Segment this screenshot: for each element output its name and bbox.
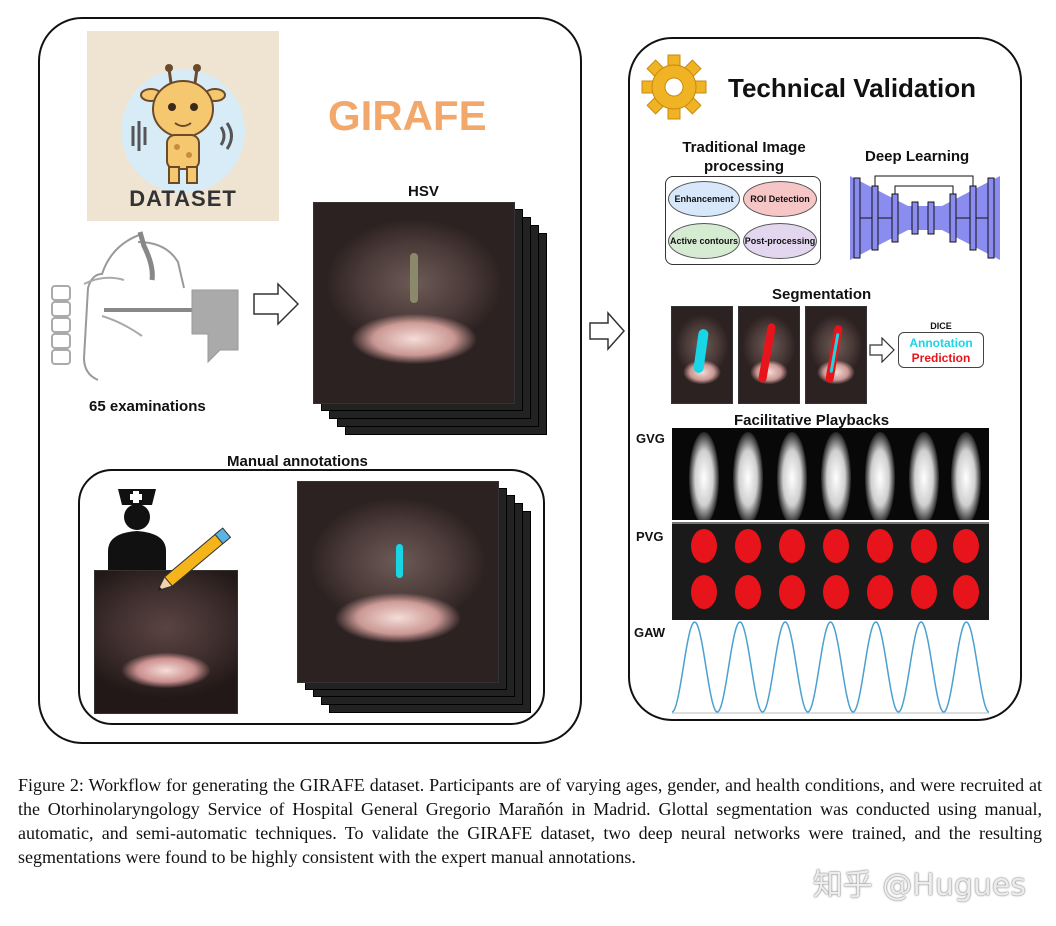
girafe-title: GIRAFE [328, 92, 487, 139]
playback-label: Facilitative Playbacks [734, 412, 890, 429]
oval-post-processing: Post-processing [743, 223, 817, 259]
hsv-frame-front [313, 202, 515, 404]
dice-label: DICE [930, 321, 952, 331]
exam-label: 65 examinations [89, 398, 206, 415]
segmentation-label: Segmentation [772, 286, 872, 303]
gaw-waveform [672, 621, 989, 714]
dice-box [898, 332, 984, 368]
figure-caption: Figure 2: Workflow for generating the GI… [18, 775, 1042, 867]
gvg-label: GVG [636, 431, 665, 446]
manual-panel [78, 469, 545, 725]
dataset-logo: DATASET [87, 31, 279, 221]
annotation-frame-front [297, 481, 499, 683]
giraffe-logo-icon [121, 64, 245, 193]
arrow-right-icon [253, 282, 300, 326]
arrow-right-icon [589, 311, 626, 351]
oval-enhancement: Enhancement [668, 181, 740, 217]
gear-icon [641, 54, 707, 120]
segmentation-prediction-image [738, 306, 800, 404]
arrow-right-icon [869, 337, 895, 363]
annotation-legend: Annotation [909, 336, 973, 350]
nurse-icon [108, 489, 166, 571]
oval-roi-detection: ROI Detection [743, 181, 817, 217]
logo-text: DATASET [129, 186, 237, 211]
segmentation-overlay-image [805, 306, 867, 404]
gaw-label: GAW [634, 625, 666, 640]
deep-learning-label: Deep Learning [865, 148, 970, 165]
head-profile-icon [51, 231, 239, 381]
pencil-icon [156, 527, 232, 592]
prediction-legend: Prediction [911, 351, 971, 365]
pvg-kymogram [672, 522, 989, 620]
technical-validation-title: Technical Validation [728, 73, 977, 103]
hsv-label: HSV [408, 183, 439, 200]
manual-annotation-photo [94, 570, 238, 714]
unet-diagram-icon [850, 175, 1000, 260]
segmentation-annotation-image [671, 306, 733, 404]
gvg-kymogram [672, 428, 989, 524]
pvg-label: PVG [636, 529, 664, 544]
watermark: 知乎 @Hugues [812, 868, 1026, 903]
traditional-label: Traditional Image processing [682, 139, 806, 175]
traditional-box [665, 176, 821, 265]
oval-active-contours: Active contours [668, 223, 740, 259]
manual-annotations-label: Manual annotations [227, 453, 368, 470]
